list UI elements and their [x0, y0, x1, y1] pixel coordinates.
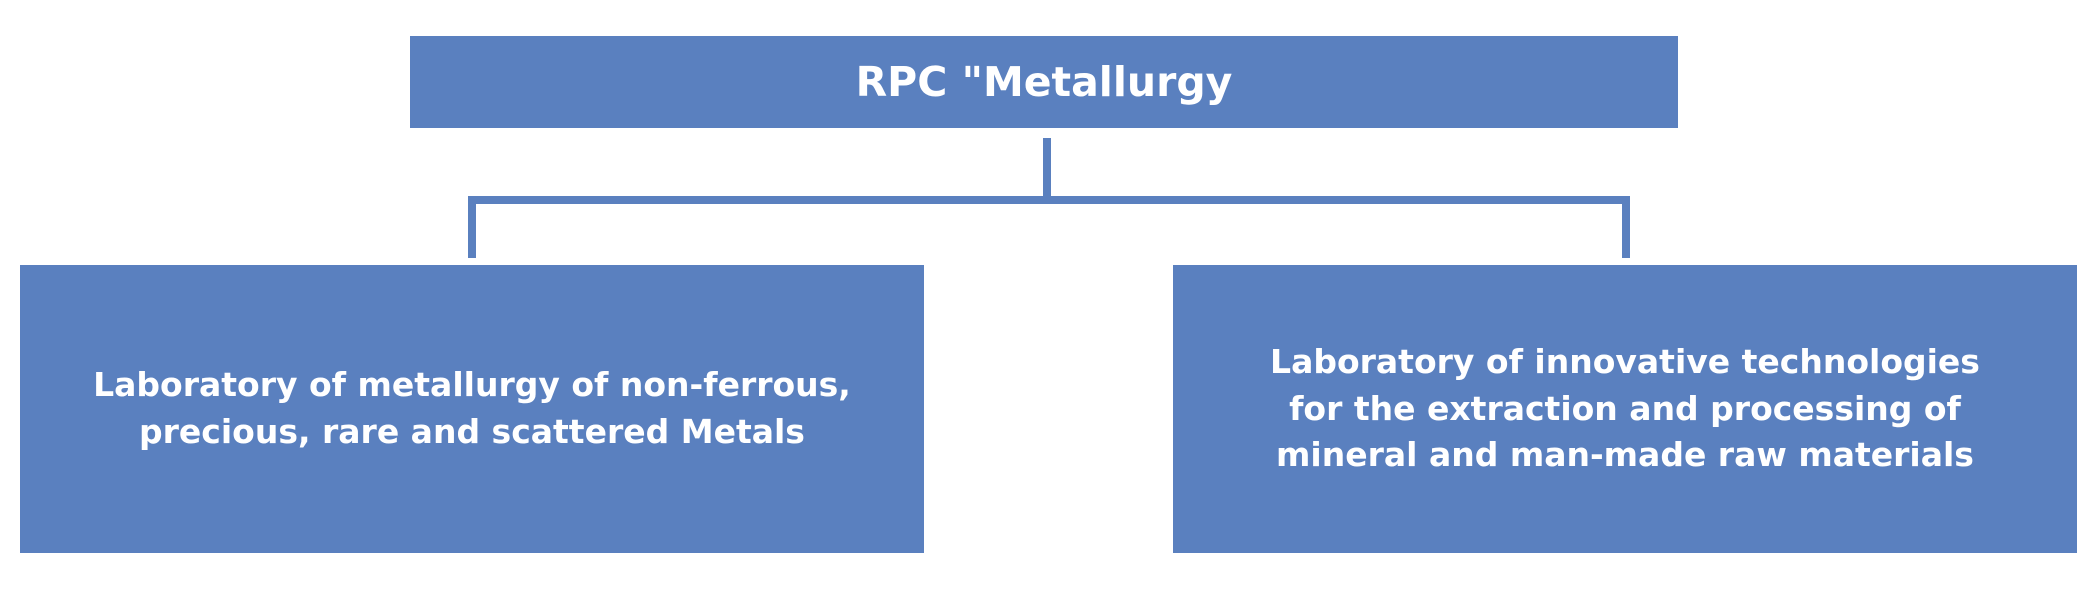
- child-node-box-left: Laboratory of metallurgy of non-ferrous,…: [20, 265, 924, 553]
- child-node-label-right: Laboratory of innovative technologies fo…: [1270, 341, 1980, 475]
- connector-root-stem: [1043, 138, 1051, 196]
- root-node-box: RPC "Metallurgy: [410, 36, 1678, 128]
- connector-right-drop: [1622, 196, 1630, 258]
- root-node-label: RPC "Metallurgy: [855, 58, 1233, 106]
- connector-left-drop: [468, 196, 476, 258]
- child-node-box-right: Laboratory of innovative technologies fo…: [1173, 265, 2077, 553]
- connector-horizontal: [468, 196, 1630, 204]
- child-node-label-left: Laboratory of metallurgy of non-ferrous,…: [93, 365, 851, 451]
